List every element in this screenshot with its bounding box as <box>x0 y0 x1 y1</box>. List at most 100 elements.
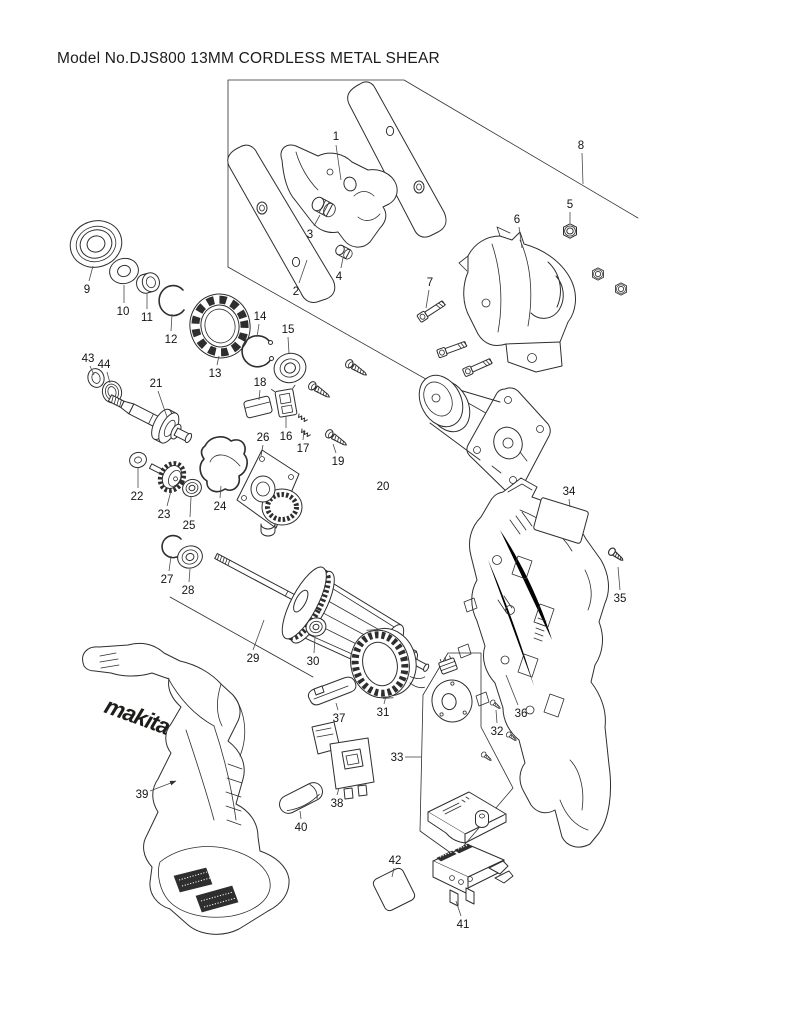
part-label-20: 20 <box>377 481 390 493</box>
part-label-22: 22 <box>131 491 144 503</box>
part-leader-1 <box>335 144 342 181</box>
part-label-5: 5 <box>567 199 573 211</box>
part-23-gear <box>148 461 187 493</box>
part-label-6: 6 <box>514 214 520 226</box>
part-label-33: 33 <box>391 752 404 764</box>
part-6-shear-head <box>458 226 576 373</box>
part-label-9: 9 <box>84 284 90 296</box>
part-4-pin <box>335 244 353 260</box>
part-label-16: 16 <box>280 431 293 443</box>
part-31-stator <box>350 628 426 699</box>
part-label-30: 30 <box>307 656 320 668</box>
part-42-label <box>372 867 416 912</box>
part-leader-12 <box>170 313 173 332</box>
part-leader-24 <box>219 485 222 499</box>
part-17-springs <box>298 413 311 437</box>
part-label-38: 38 <box>331 798 344 810</box>
part-label-1: 1 <box>333 131 339 143</box>
part-11-spacer <box>136 272 160 294</box>
part-label-43: 43 <box>82 353 95 365</box>
part-label-18: 18 <box>254 377 267 389</box>
part-27-snap-ring <box>161 534 183 559</box>
part-leader-19 <box>332 443 337 454</box>
part-label-31: 31 <box>377 707 390 719</box>
armature-axis-line <box>169 596 314 678</box>
part-label-32: 32 <box>491 726 504 738</box>
part-leader-31 <box>383 695 387 705</box>
part-label-37: 37 <box>333 713 346 725</box>
part-label-11: 11 <box>141 312 153 324</box>
part-3-sleeve <box>311 196 336 218</box>
part-leader-3 <box>313 214 321 227</box>
part-leader-13 <box>216 355 220 366</box>
part-1-center-blade-yoke <box>280 144 398 248</box>
part-label-39: 39 <box>136 789 149 801</box>
part-leader-42 <box>391 867 395 878</box>
part-label-35: 35 <box>614 593 627 605</box>
part-leader-37 <box>335 702 339 711</box>
part-leader-7 <box>425 289 430 309</box>
part-19-screws <box>306 357 370 450</box>
part-12-ring <box>158 284 185 317</box>
part-leader-9 <box>88 265 94 282</box>
part-label-41: 41 <box>457 919 470 931</box>
part-leader-6 <box>518 226 523 249</box>
part-2-side-blade-left <box>227 144 336 303</box>
part-leader-41 <box>455 900 462 917</box>
part-30-bearing <box>305 617 327 637</box>
part-label-27: 27 <box>161 574 174 586</box>
part-label-12: 12 <box>165 334 178 346</box>
part-35-screw <box>606 546 626 564</box>
part-38-switch <box>311 721 375 800</box>
part-leader-25 <box>189 496 192 518</box>
part-label-29: 29 <box>247 653 260 665</box>
part-leader-30 <box>313 636 316 654</box>
part-label-15: 15 <box>282 324 295 336</box>
part-label-7: 7 <box>427 277 433 289</box>
part-26-bearing-retainer <box>209 449 303 537</box>
part-label-26: 26 <box>257 432 270 444</box>
part-label-3: 3 <box>307 229 313 241</box>
part-13-ring-gear <box>189 293 251 359</box>
part-18-brush-cap <box>243 395 273 419</box>
part-leader-39 <box>149 780 177 792</box>
part-leader-27 <box>168 555 172 572</box>
part-24-gasket <box>199 436 248 493</box>
part-leader-23 <box>166 490 172 507</box>
part-leader-2 <box>298 259 308 284</box>
part-label-8: 8 <box>578 140 584 152</box>
part-label-24: 24 <box>214 501 227 513</box>
part-leader-38 <box>336 787 340 796</box>
part-label-23: 23 <box>158 509 171 521</box>
part-22-washer <box>129 451 147 469</box>
part-40-cover <box>279 782 323 814</box>
part-41-terminal-block <box>432 843 514 907</box>
part-label-36: 36 <box>515 708 528 720</box>
part-leader-32 <box>495 709 498 724</box>
part-15-bearing <box>273 352 307 384</box>
part-label-4: 4 <box>336 271 343 283</box>
page-title: Model No.DJS800 13MM CORDLESS METAL SHEA… <box>57 50 440 67</box>
makita-logo: makita <box>101 692 174 740</box>
part-leader-29 <box>252 619 265 651</box>
part-10-washer <box>109 257 139 285</box>
part-label-25: 25 <box>183 520 196 532</box>
part-9-bearing <box>69 220 123 268</box>
part-leader-34 <box>568 498 571 508</box>
part-leader-36 <box>505 674 519 706</box>
part-label-28: 28 <box>182 585 195 597</box>
part-28-bearing <box>177 545 203 569</box>
part-39-housing-left: makita <box>82 642 290 935</box>
part-leader-14 <box>256 323 260 338</box>
part-label-34: 34 <box>563 486 576 498</box>
part-leader-21 <box>157 390 168 418</box>
part-34-nameplate <box>533 497 589 544</box>
part-side-blade-right <box>347 81 447 238</box>
part-leader-17 <box>302 429 305 441</box>
part-leader-44 <box>106 371 111 384</box>
part-leader-43 <box>89 365 95 376</box>
part-37-lever <box>307 676 357 706</box>
